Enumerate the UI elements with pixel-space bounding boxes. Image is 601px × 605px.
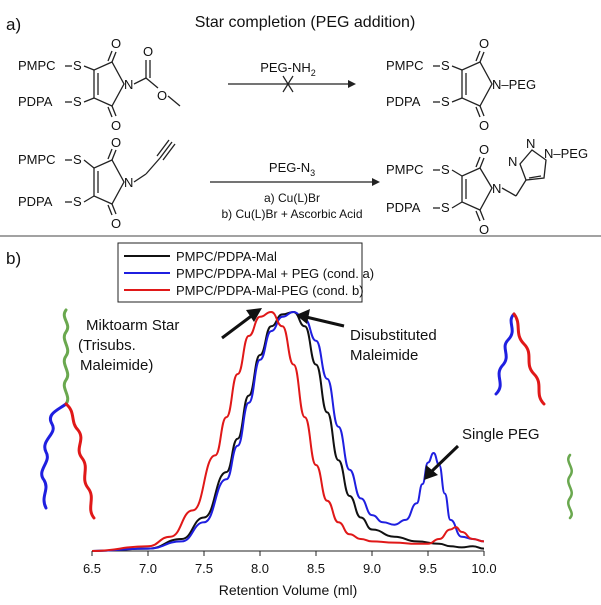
r1-reagent: PEG-NH2 — [260, 60, 316, 78]
r1-reactant-n: N — [124, 77, 133, 92]
r2-product-sub-bottom: PDPA — [386, 200, 421, 215]
x-tick-label: 7.5 — [195, 561, 213, 576]
r2-reagent: PEG-N3 — [269, 160, 315, 178]
r2-condition-a: a) Cu(L)Br — [264, 191, 320, 205]
r1-reactant-sub-top: PMPC — [18, 58, 56, 73]
x-tick-label: 8.5 — [307, 561, 325, 576]
annotations: Miktoarm Star (Trisubs. Maleimide) Disub… — [78, 308, 540, 480]
reaction1-arrow: PEG-NH2 — [228, 60, 356, 93]
r2-reactant-s-top: S — [73, 152, 82, 167]
r2-product-triazole-npeg: N–PEG — [544, 146, 588, 161]
chromatogram-plot: 6.5 7.0 7.5 8.0 8.5 9.0 9.5 10.0 Retention Volu… — [83, 310, 497, 598]
r1-product-sub-bottom: PDPA — [386, 94, 421, 109]
single-peg-green-chain — [567, 453, 573, 520]
r2-reactant-sub-bottom: PDPA — [18, 194, 53, 209]
series-layer — [91, 310, 485, 552]
miktoarm-red-chain — [64, 402, 96, 520]
legend: PMPC/PDPA-Mal PMPC/PDPA-Mal + PEG (cond.… — [117, 242, 374, 303]
r2-product-s-bottom: S — [441, 200, 450, 215]
x-tick-label: 6.5 — [83, 561, 101, 576]
arrow-miktoarm — [221, 312, 255, 340]
r2-product-n: N — [492, 181, 501, 196]
panel-a-title: Star completion (PEG addition) — [195, 14, 416, 31]
x-tick-label: 8.0 — [251, 561, 269, 576]
arrow-single-peg — [429, 444, 460, 474]
reaction2-arrow: PEG-N3 a) Cu(L)Br b) Cu(L)Br + Ascorbic … — [210, 160, 380, 221]
annotation-disubstituted-line2: Maleimide — [350, 347, 418, 364]
r1-product-sub-top: PMPC — [386, 58, 424, 73]
polymer-cartoons — [40, 308, 573, 520]
r2-product-o-bottom: O — [479, 222, 489, 237]
annotation-miktoarm-line3: Maleimide) — [80, 357, 153, 374]
series-line-red — [91, 310, 485, 552]
disub-red-chain — [512, 312, 546, 406]
r2-condition-b: b) Cu(L)Br + Ascorbic Acid — [221, 207, 362, 221]
x-tick-label: 9.5 — [419, 561, 437, 576]
r2-product-o-top: O — [479, 142, 489, 157]
r2-product-s-top: S — [441, 162, 450, 177]
legend-label-blue: PMPC/PDPA-Mal + PEG (cond. a) — [176, 266, 374, 281]
r2-product-triazole-n1: N — [508, 154, 517, 169]
miktoarm-blue-chain — [40, 402, 68, 510]
arrowhead-miktoarm — [246, 308, 262, 322]
panel-a: a) Star completion (PEG addition) PMPC S… — [6, 14, 588, 237]
r1-product-o-bottom: O — [479, 118, 489, 133]
arrowhead-single-peg — [424, 465, 438, 480]
legend-label-black: PMPC/PDPA-Mal — [176, 249, 277, 264]
r1-reactant-o-ester: O — [157, 88, 167, 103]
x-axis-label: Retention Volume (ml) — [219, 582, 358, 598]
r1-product-o-top: O — [479, 36, 489, 51]
r1-reactant-sub-bottom: PDPA — [18, 94, 53, 109]
x-tick-label: 7.0 — [139, 561, 157, 576]
legend-label-red: PMPC/PDPA-Mal-PEG (cond. b) — [176, 283, 364, 298]
r1-reactant-o-bottom: O — [111, 118, 121, 133]
r1-product-s-top: S — [441, 58, 450, 73]
reaction1-reactant: PMPC S PDPA S O O N O O — [18, 36, 181, 133]
r2-reactant-s-bottom: S — [73, 194, 82, 209]
r1-reactant-o-top: O — [111, 36, 121, 51]
annotation-miktoarm-line1: Miktoarm Star — [86, 317, 179, 334]
panel-b-label: b) — [6, 249, 21, 268]
arrowhead-disubstituted — [296, 309, 310, 324]
r1-product-s-bottom: S — [441, 94, 450, 109]
annotation-disubstituted-line1: Disubstituted — [350, 327, 437, 344]
r2-reactant-o-top: O — [111, 135, 121, 150]
panel-b: b) 6.5 7.0 7.5 8.0 8.5 9.0 9.5 10.0 Retention V… — [6, 242, 573, 598]
reaction1-product: PMPC S PDPA S O O N–PEG — [386, 36, 536, 133]
x-tick-label: 9.0 — [363, 561, 381, 576]
r2-reactant-n: N — [124, 175, 133, 190]
arrow-disubstituted — [305, 315, 345, 328]
reaction2-product: PMPC S PDPA S O O N N N N–PEG — [386, 136, 588, 237]
r1-product-npeg: N–PEG — [492, 77, 536, 92]
annotation-single-peg: Single PEG — [462, 426, 540, 443]
r2-reactant-o-bottom: O — [111, 216, 121, 231]
r2-product-sub-top: PMPC — [386, 162, 424, 177]
r1-reactant-s-top: S — [73, 58, 82, 73]
series-line-black — [91, 310, 485, 552]
r1-reactant-o-carbonyl: O — [143, 44, 153, 59]
disub-blue-chain — [494, 312, 516, 396]
x-tick-label: 10.0 — [471, 561, 496, 576]
r1-reactant-s-bottom: S — [73, 94, 82, 109]
x-ticks: 6.5 7.0 7.5 8.0 8.5 9.0 9.5 10.0 — [83, 551, 497, 576]
r2-reactant-sub-top: PMPC — [18, 152, 56, 167]
annotation-miktoarm-line2: (Trisubs. — [78, 337, 136, 354]
r2-product-triazole-n2: N — [526, 136, 535, 151]
panel-a-label: a) — [6, 15, 21, 34]
reaction2-reactant: PMPC S PDPA S O O N — [18, 135, 176, 231]
miktoarm-green-chain — [62, 308, 70, 406]
